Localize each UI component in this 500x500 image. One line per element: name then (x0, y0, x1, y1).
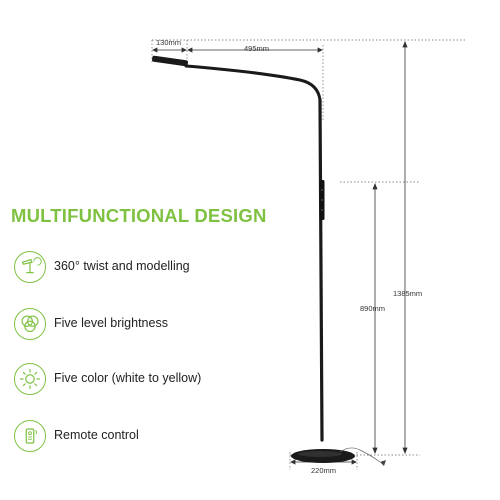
base-height-label: 890mm (360, 304, 386, 313)
floor-lamp (152, 55, 386, 466)
power-cable (339, 447, 381, 463)
feature-label: Five color (white to yellow) (54, 371, 202, 385)
head-width-label: 130mm (156, 38, 182, 47)
base-width-label: 220mm (311, 466, 337, 475)
feature-item: Five level brightness (14, 308, 244, 344)
feature-label: Five level brightness (54, 316, 168, 330)
arm-length-label: 495mm (244, 44, 270, 53)
feature-item: Five color (white to yellow) (14, 363, 244, 399)
lamp-rotate-icon (14, 251, 46, 283)
feature-label: Remote control (54, 428, 139, 442)
lamp-arm (184, 64, 322, 102)
lamp-head (152, 55, 188, 67)
headline: MULTIFUNCTIONAL DESIGN (11, 205, 267, 226)
feature-label: 360° twist and modelling (54, 259, 190, 273)
remote-icon (14, 420, 46, 452)
total-height-label: 1385mm (393, 289, 423, 298)
brightness-circles-icon (14, 308, 46, 340)
feature-item: 360° twist and modelling (14, 251, 244, 287)
dimension-arrows (152, 40, 408, 465)
lamp-pole (318, 98, 324, 442)
sun-icon (14, 363, 46, 395)
feature-item: Remote control (14, 420, 244, 456)
